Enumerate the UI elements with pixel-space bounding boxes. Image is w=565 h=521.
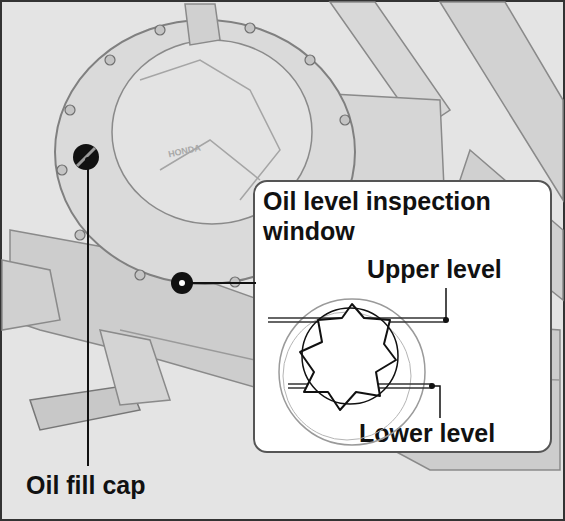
- shift-part: [2, 260, 60, 330]
- leader-dot: [85, 157, 91, 163]
- bolt: [75, 230, 85, 240]
- bolt: [105, 55, 115, 65]
- bolt: [57, 165, 67, 175]
- bolt: [135, 270, 145, 280]
- callout-box: Oil level inspection windowUpper levelLo…: [253, 180, 552, 453]
- inspection-window-symbol: [171, 272, 193, 294]
- oil-fill-cap-symbol: [73, 144, 99, 170]
- cover-ribs: [140, 60, 280, 200]
- part-label: Upper level: [367, 254, 547, 284]
- frame-tube: [440, 2, 563, 200]
- bolt: [305, 55, 315, 65]
- bolt: [65, 105, 75, 115]
- footpeg: [2, 260, 170, 430]
- callout-title: Oil level inspection window: [263, 186, 548, 246]
- bolt: [340, 115, 350, 125]
- part-label: Oil fill cap: [26, 470, 145, 500]
- bolt: [245, 23, 255, 33]
- leader-dot: [179, 280, 185, 286]
- bolt: [230, 277, 240, 287]
- cover-boss: [185, 4, 220, 45]
- oil-fill-cap: [73, 144, 99, 170]
- leader-line: [87, 160, 89, 466]
- footpeg-bracket: [100, 330, 170, 405]
- bolt: [155, 25, 165, 35]
- leader-line: [182, 282, 256, 284]
- part-label: Lower level: [359, 418, 549, 448]
- cap-slot: [77, 148, 95, 166]
